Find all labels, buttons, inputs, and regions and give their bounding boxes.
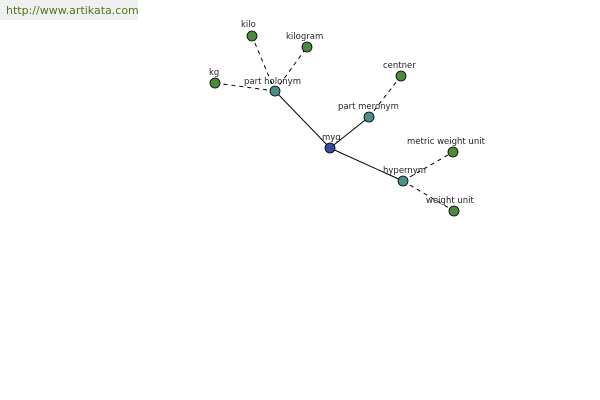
edge-part-holonym-kg — [214, 82, 276, 92]
edge-part-meronym-centner — [368, 75, 402, 118]
relation-label-hypernym: hypernym — [383, 166, 426, 176]
word-node-centner[interactable] — [395, 70, 407, 82]
source-banner: http://www.artikata.com — [0, 0, 139, 20]
relation-node-part-meronym[interactable] — [363, 111, 375, 123]
relation-node-part-holonym[interactable] — [269, 85, 281, 97]
source-link[interactable]: http://www.artikata.com — [6, 4, 139, 17]
edge-part-holonym-kilogram — [274, 46, 308, 92]
edge-center-hypernym — [329, 147, 404, 182]
word-label-kilo: kilo — [241, 20, 256, 30]
edge-hypernym-metric-weight-unit — [402, 151, 454, 182]
word-label-metric-weight-unit: metric weight unit — [407, 137, 486, 147]
word-label-weight-unit: weight unit — [426, 196, 474, 206]
center-node-label: myg — [322, 133, 341, 143]
word-label-kilogram: kilogram — [286, 32, 323, 42]
word-label-centner: centner — [383, 61, 416, 71]
edge-hypernym-weight-unit — [402, 180, 455, 212]
center-node[interactable] — [324, 142, 336, 154]
edge-center-part-holonym — [274, 90, 331, 149]
word-node-kilogram[interactable] — [301, 41, 313, 53]
word-label-kg: kg — [209, 68, 219, 78]
edge-center-part-meronym — [329, 116, 370, 149]
word-node-kilo[interactable] — [246, 30, 258, 42]
relation-node-hypernym[interactable] — [397, 175, 409, 187]
word-node-metric-weight-unit[interactable] — [447, 146, 459, 158]
word-node-kg[interactable] — [209, 77, 221, 89]
edge-part-holonym-kilo — [251, 35, 276, 92]
relation-label-part-meronym: part meronym — [338, 102, 399, 112]
word-node-weight-unit[interactable] — [448, 205, 460, 217]
relation-label-part-holonym: part holonym — [244, 77, 301, 87]
